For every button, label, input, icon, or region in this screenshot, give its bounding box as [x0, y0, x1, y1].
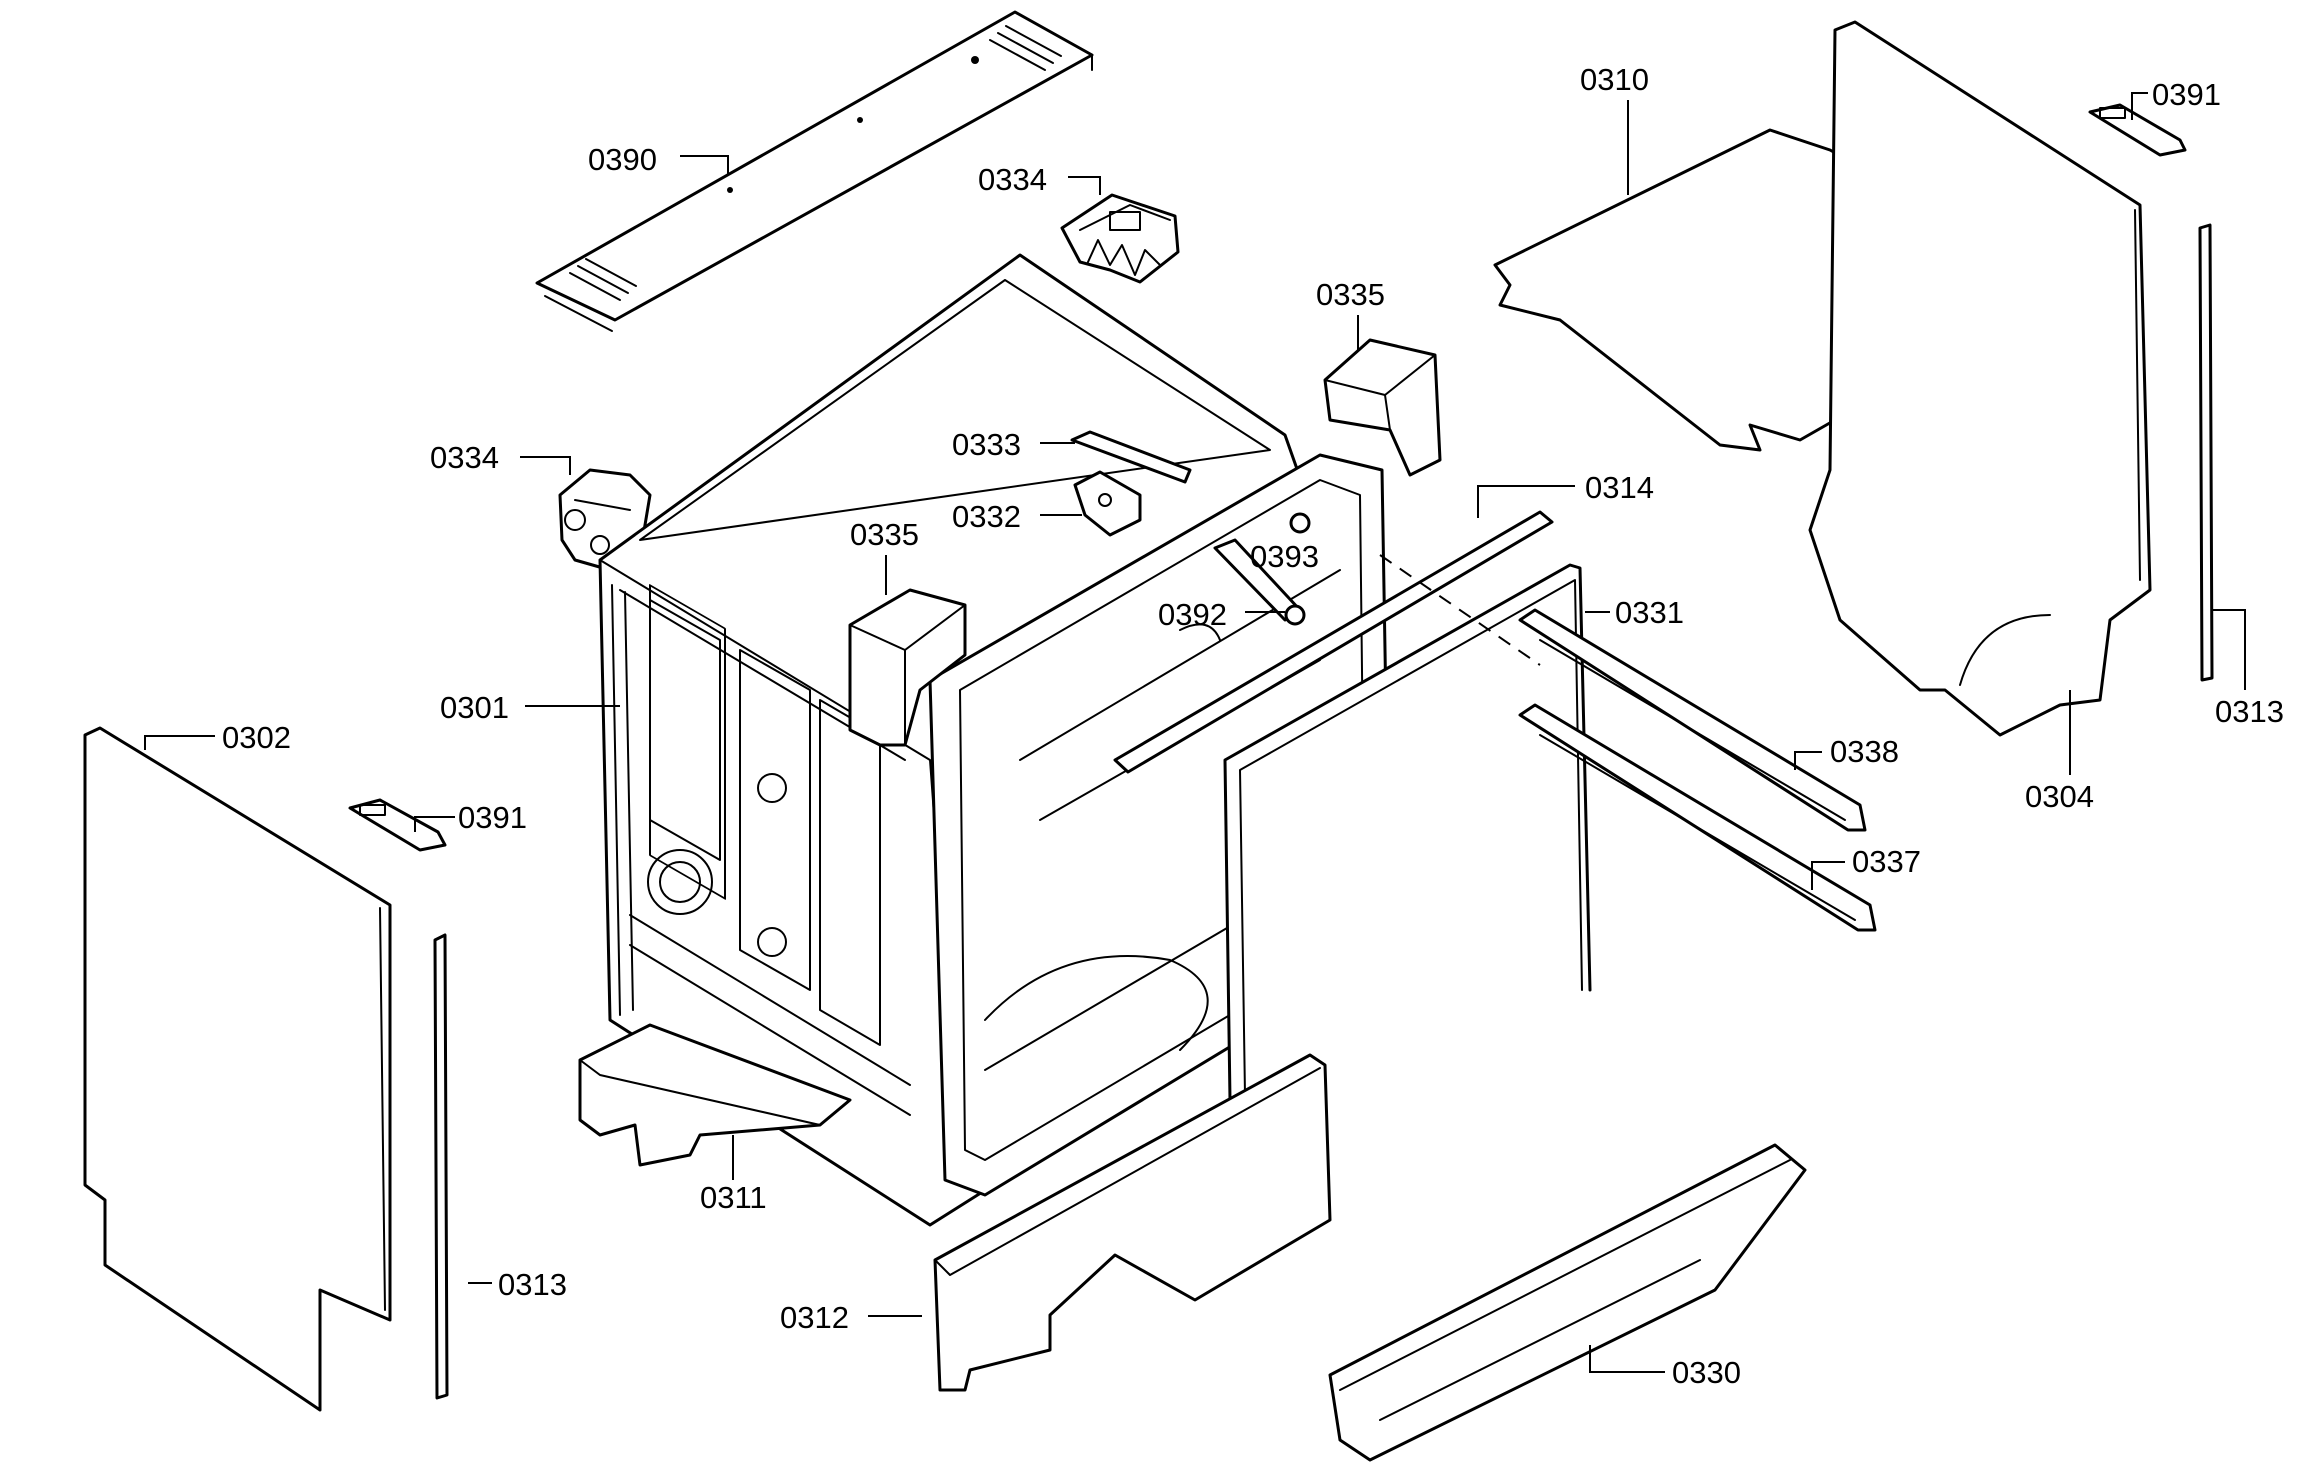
label-0391-right: 0391	[2152, 77, 2221, 112]
part-0337-rail	[1518, 703, 1877, 932]
callout-0330: 0330	[1589, 1345, 1741, 1390]
part-0332-latch	[1073, 470, 1142, 537]
label-0390: 0390	[588, 142, 657, 177]
callout-0301: 0301	[440, 690, 620, 725]
label-0334-top: 0334	[978, 162, 1047, 197]
part-0331-seal	[1223, 563, 1592, 1102]
callout-0314: 0314	[1477, 470, 1654, 518]
label-0335-right: 0335	[1316, 277, 1385, 312]
part-0334-bracket-top	[1060, 193, 1180, 284]
callout-0302: 0302	[144, 720, 291, 755]
callout-0392: 0392	[1158, 597, 1285, 632]
part-0302-side-panel	[83, 726, 392, 1412]
callout-0331: 0331	[1585, 595, 1684, 630]
label-0392: 0392	[1158, 597, 1227, 632]
part-0312-front-block	[933, 1053, 1332, 1392]
label-0337: 0337	[1852, 844, 1921, 879]
callout-0332: 0332	[952, 499, 1082, 534]
part-0392-hinge	[1213, 538, 1306, 626]
callout-0390: 0390	[588, 142, 729, 177]
part-0333-latch-plate	[1070, 430, 1192, 484]
label-0334-left: 0334	[430, 440, 499, 475]
label-0333: 0333	[952, 427, 1021, 462]
part-0390-top-plate	[535, 10, 1094, 332]
callout-0312: 0312	[780, 1300, 922, 1335]
alignment-dash-line	[1379, 554, 1541, 666]
part-0335-bracket-left	[848, 588, 967, 747]
callout-0337: 0337	[1811, 844, 1921, 890]
label-0310: 0310	[1580, 62, 1649, 97]
callout-0304: 0304	[2025, 690, 2094, 814]
callouts: 0390 0334 0335 0334 0333 0332 0335 0393	[144, 62, 2284, 1390]
label-0330: 0330	[1672, 1355, 1741, 1390]
callout-0334-top: 0334	[978, 162, 1101, 197]
part-0391-clip-left	[348, 798, 447, 852]
callout-0335-left: 0335	[850, 517, 919, 595]
callout-0333: 0333	[952, 427, 1075, 462]
callout-0335-right: 0335	[1316, 277, 1385, 350]
label-0313-right: 0313	[2215, 694, 2284, 729]
label-0331: 0331	[1615, 595, 1684, 630]
part-0304-side-panel	[1808, 20, 2152, 737]
part-0311-base-block	[578, 1023, 852, 1167]
label-0302: 0302	[222, 720, 291, 755]
label-0304: 0304	[2025, 779, 2094, 814]
callout-0393: 0393	[1250, 539, 1319, 574]
label-0393: 0393	[1250, 539, 1319, 574]
label-0313-left: 0313	[498, 1267, 567, 1302]
part-0330-trough	[1328, 1143, 1807, 1462]
part-0313-strip-right	[2198, 223, 2214, 682]
label-0301: 0301	[440, 690, 509, 725]
callout-0391-left: 0391	[414, 800, 527, 835]
label-0391-left: 0391	[458, 800, 527, 835]
label-0332: 0332	[952, 499, 1021, 534]
callout-0311: 0311	[700, 1135, 767, 1215]
label-0312: 0312	[780, 1300, 849, 1335]
label-0335-left: 0335	[850, 517, 919, 552]
part-0314-rail	[1113, 510, 1554, 774]
label-0311: 0311	[700, 1180, 767, 1215]
callout-0391-right: 0391	[2131, 77, 2221, 120]
label-0314: 0314	[1585, 470, 1654, 505]
part-0393-hinge	[1289, 512, 1311, 534]
callout-0310: 0310	[1580, 62, 1649, 195]
part-0335-bracket-right	[1323, 338, 1442, 477]
callout-0338: 0338	[1794, 734, 1899, 770]
part-0313-strip-left	[433, 933, 449, 1400]
part-0338-rail	[1518, 608, 1867, 832]
callout-0313-right: 0313	[2212, 609, 2284, 729]
callout-0334-left: 0334	[430, 440, 571, 475]
part-0391-clip-right	[2088, 103, 2187, 157]
label-0338: 0338	[1830, 734, 1899, 769]
callout-0313-left: 0313	[468, 1267, 567, 1302]
